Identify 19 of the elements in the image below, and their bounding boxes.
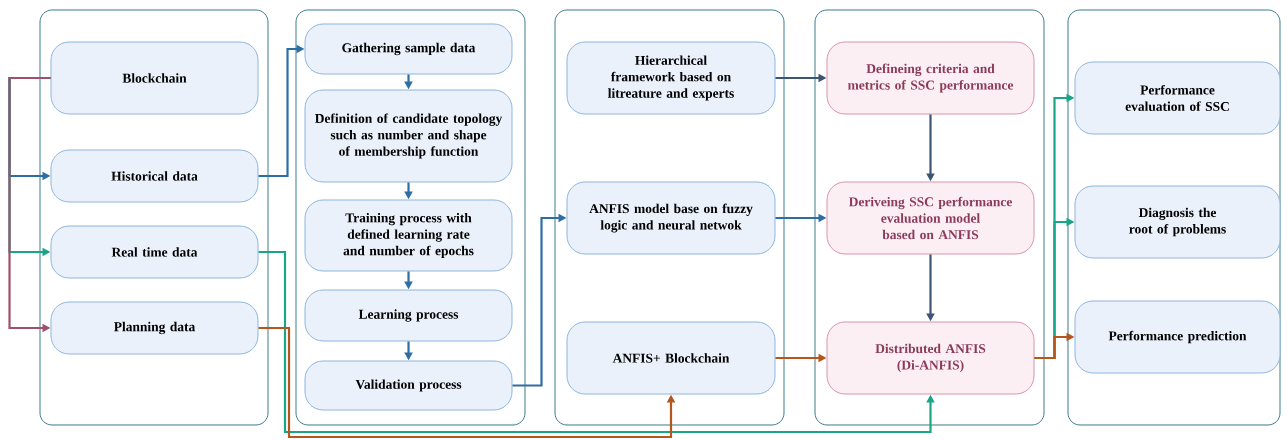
process-box: Blockchain [50, 41, 259, 115]
process-box: Performance evaluation of SSC [1074, 61, 1281, 135]
process-box: Validation process [304, 360, 513, 411]
process-box: Real time data [50, 225, 259, 279]
process-box: ANFIS+ Blockchain [566, 321, 776, 395]
process-box: Distributed ANFIS (Di-ANFIS) [826, 321, 1035, 395]
process-box: Performance prediction [1074, 300, 1281, 374]
process-box: ANFIS model base on fuzzy logic and neural netwok [566, 181, 776, 255]
process-box: Definition of candidate topology such as number and shape of membership function [304, 89, 513, 183]
process-box: Defineing criteria and metrics of SSC performance [826, 41, 1035, 115]
process-box: Hierarchical framework based on litreature and experts [566, 41, 776, 115]
process-box: Historical data [50, 149, 259, 203]
process-box: Learning process [304, 289, 513, 342]
process-box: Diagnosis the root of problems [1074, 185, 1281, 259]
process-box: Training process with defined learning rate and number of epochs [304, 199, 513, 272]
process-box: Gathering sample data [304, 23, 513, 75]
arrow [258, 250, 935, 434]
process-box: Deriveing SSC performance evaluation model based on ANFIS [826, 181, 1035, 255]
process-box: Planning data [50, 301, 259, 355]
